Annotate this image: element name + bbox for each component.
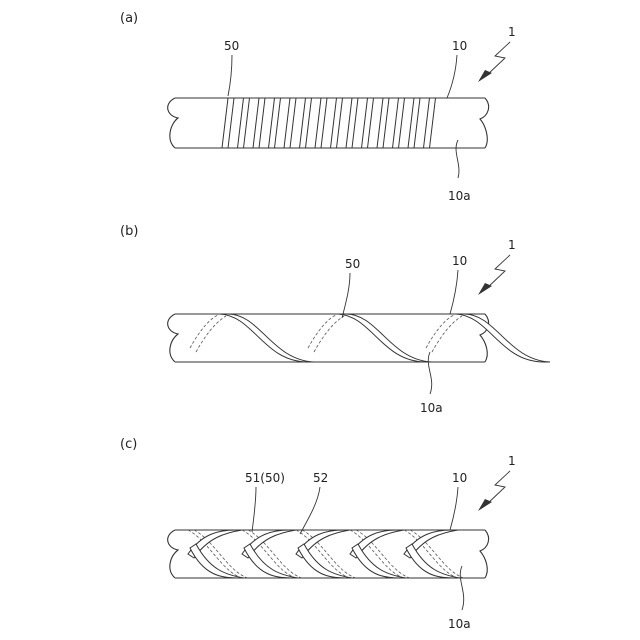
panel-b-helix bbox=[190, 314, 550, 362]
callout-c-surface: 10a bbox=[448, 617, 471, 631]
panel-a: (a) 50 10 1 10a bbox=[120, 11, 516, 203]
tape-front-strand bbox=[338, 314, 432, 362]
tape-band bbox=[222, 98, 234, 148]
panel-c-label: (c) bbox=[120, 437, 137, 452]
panel-c: (c) 51(50) 52 10 1 10a bbox=[120, 437, 516, 631]
tape-52-strand bbox=[352, 544, 406, 578]
panel-a-tube bbox=[168, 98, 489, 148]
callout-b-device: 1 bbox=[508, 238, 516, 252]
tape-hidden-strand bbox=[308, 314, 338, 348]
tape-band bbox=[238, 98, 250, 148]
panel-a-coil bbox=[222, 98, 436, 148]
callout-a-surface: 10a bbox=[448, 189, 471, 203]
panel-a-label: (a) bbox=[120, 11, 138, 26]
callout-a-device: 1 bbox=[508, 25, 516, 39]
panel-c-callouts: 51(50) 52 10 1 10a bbox=[245, 454, 516, 631]
tape-52-strand bbox=[244, 544, 298, 578]
tape-band bbox=[408, 98, 420, 148]
callout-a-tape: 50 bbox=[224, 39, 239, 53]
tape-band bbox=[315, 98, 327, 148]
tape-52-strand bbox=[190, 544, 244, 578]
tape-front-strand bbox=[456, 314, 550, 362]
tape-band bbox=[393, 98, 405, 148]
tape-band bbox=[284, 98, 296, 148]
tape-front-strand bbox=[220, 314, 314, 362]
callout-c-second-tape: 52 bbox=[313, 471, 328, 485]
tape-band bbox=[300, 98, 312, 148]
tape-hidden-strand bbox=[432, 316, 462, 352]
tape-52-strand bbox=[406, 544, 460, 578]
callout-b-surface: 10a bbox=[420, 401, 443, 415]
tape-hidden-strand bbox=[196, 316, 226, 352]
tape-band bbox=[253, 98, 265, 148]
callout-b-tube: 10 bbox=[452, 254, 467, 268]
tape-band bbox=[377, 98, 389, 148]
tape-hidden-strand bbox=[314, 316, 344, 352]
panel-b: (b) 50 10 1 10a bbox=[120, 224, 550, 415]
callout-c-tape: 51(50) bbox=[245, 471, 285, 485]
tape-band bbox=[269, 98, 281, 148]
callout-b-tape: 50 bbox=[345, 257, 360, 271]
callout-c-tube: 10 bbox=[452, 471, 467, 485]
tape-hidden-strand bbox=[190, 314, 220, 348]
callout-c-device: 1 bbox=[508, 454, 516, 468]
panel-c-double-helix bbox=[188, 530, 464, 578]
panel-b-label: (b) bbox=[120, 224, 138, 239]
tape-band bbox=[331, 98, 343, 148]
tape-52-strand bbox=[298, 544, 352, 578]
tape-band bbox=[424, 98, 436, 148]
tape-hidden-strand bbox=[426, 314, 456, 348]
tape-band bbox=[362, 98, 374, 148]
tape-band bbox=[346, 98, 358, 148]
callout-a-tube: 10 bbox=[452, 39, 467, 53]
